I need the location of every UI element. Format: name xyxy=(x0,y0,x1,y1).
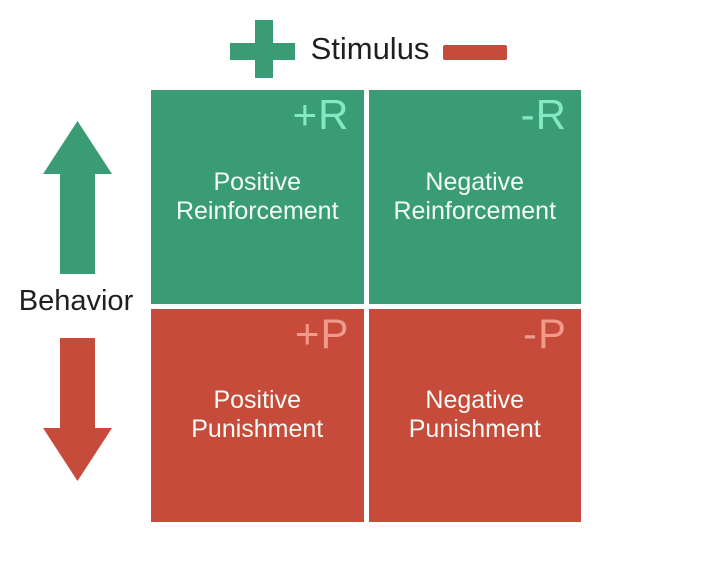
quadrant-code: -P xyxy=(523,309,567,357)
stimulus-label: Stimulus xyxy=(310,31,430,66)
quadrant-label: Negative Reinforcement xyxy=(393,167,557,225)
quadrant-code: -R xyxy=(520,91,567,138)
quadrant-negative-punishment: -P Negative Punishment xyxy=(368,308,581,522)
behavior-label: Behavior xyxy=(18,285,134,317)
quadrant-positive-reinforcement: +R Positive Reinforcement xyxy=(151,90,364,304)
arrow-down-icon xyxy=(43,338,112,481)
arrow-up-icon xyxy=(43,121,112,274)
quadrant-label: Positive Punishment xyxy=(191,386,324,444)
quadrant-code: +R xyxy=(292,91,350,138)
quadrant-positive-punishment: +P Positive Punishment xyxy=(151,308,364,522)
quadrant-label: Positive Reinforcement xyxy=(175,167,339,225)
quadrant-label: Negative Punishment xyxy=(408,386,541,444)
quadrant-code: +P xyxy=(294,309,350,357)
quadrant-grid: +R Positive Reinforcement -R Negative Re… xyxy=(151,90,581,522)
plus-icon xyxy=(230,20,295,78)
quadrant-negative-reinforcement: -R Negative Reinforcement xyxy=(368,90,581,304)
minus-icon xyxy=(443,45,507,60)
